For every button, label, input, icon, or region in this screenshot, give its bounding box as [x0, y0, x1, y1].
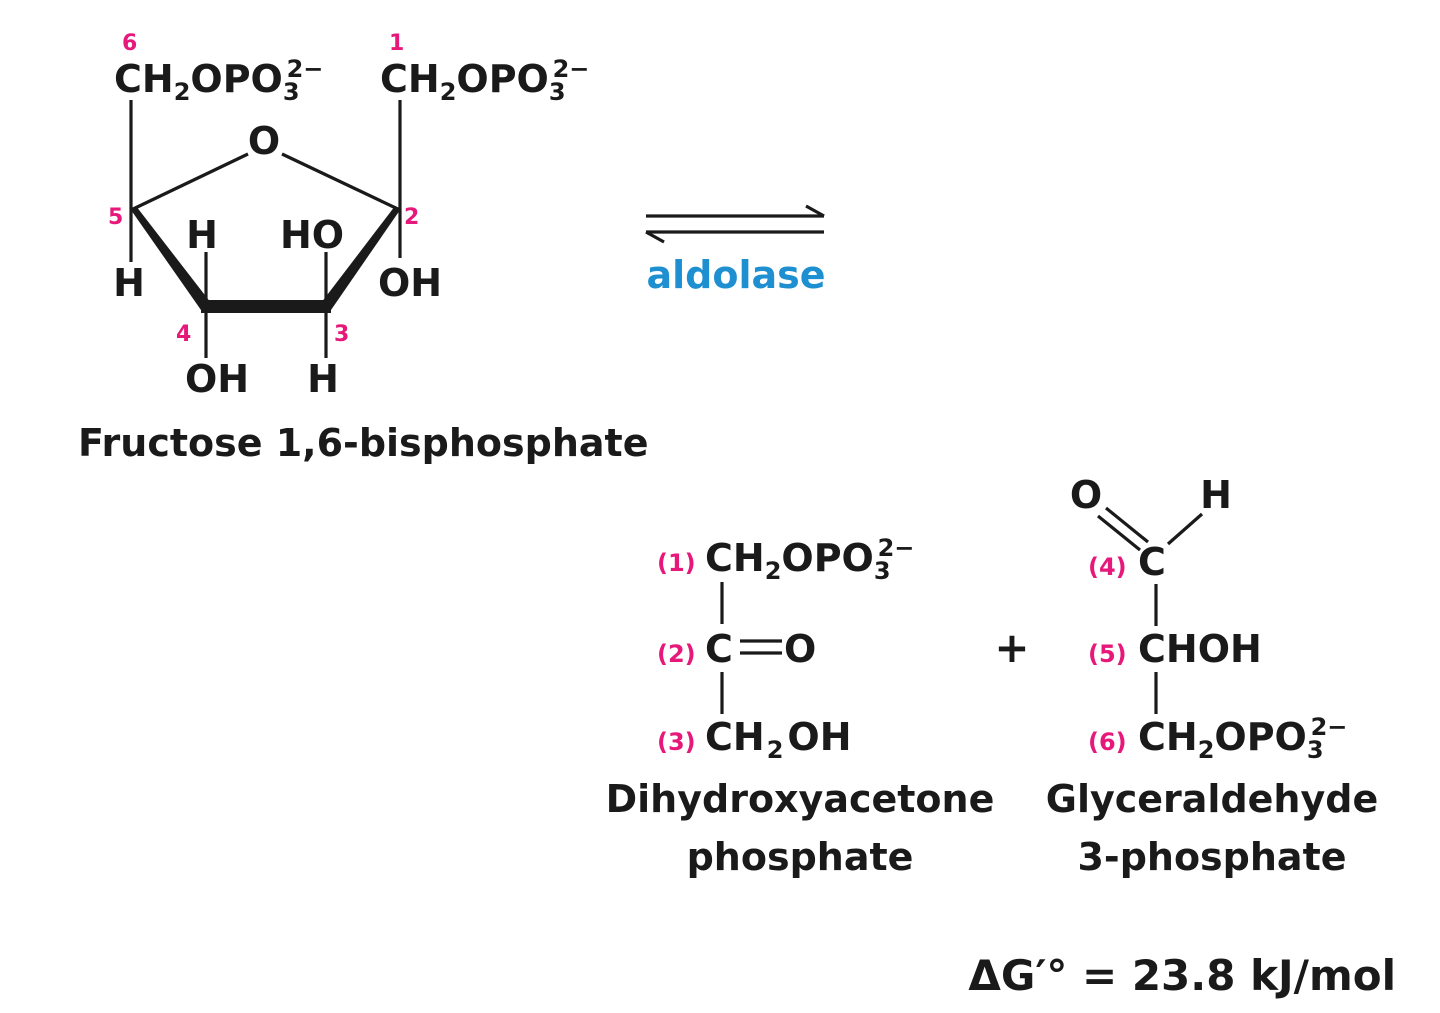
c2-oh: OH [378, 261, 442, 305]
c4-h: H [186, 213, 218, 257]
c3-h: H [307, 357, 339, 401]
gap-aldehyde-hydrogen: H [1200, 473, 1232, 517]
carbon-number-1: 1 [389, 31, 404, 56]
gap-aldehyde-oxygen: O [1070, 473, 1102, 517]
enzyme-label: aldolase [646, 253, 825, 297]
gap-number-4: (4) [1088, 553, 1127, 581]
gap-number-6: (6) [1088, 728, 1127, 756]
bold-bond-c4-c3 [201, 300, 331, 313]
bond-c5-o [130, 152, 249, 212]
carbon-number-2: 2 [404, 205, 419, 230]
wedge-c2-c3 [321, 206, 400, 310]
gap-double-bond-1 [1096, 514, 1142, 552]
gap-bond-c-h [1166, 512, 1204, 546]
gap-structure: O H (4) C (5) CHOH (6) CH2OPO32− Glycera… [1046, 473, 1378, 879]
gap-name-line1: Glyceraldehyde [1046, 777, 1378, 821]
wedge-c5-c4 [131, 206, 211, 310]
c5-h: H [113, 261, 145, 305]
gap-double-bond-2 [1104, 506, 1150, 544]
dhap-c1-group: CH2OPO32− [705, 534, 914, 585]
dhap-c2-carbon: C [705, 627, 733, 671]
dhap-number-2: (2) [657, 640, 696, 668]
gap-number-5: (5) [1088, 640, 1127, 668]
gap-c4-carbon: C [1138, 540, 1166, 584]
plus-sign: + [994, 623, 1029, 672]
forward-arrow-head [805, 204, 825, 218]
equilibrium-arrow: aldolase [645, 204, 826, 297]
ring-oxygen: O [248, 119, 280, 163]
c6-phosphate-group: CH2OPO32− [114, 55, 323, 106]
dhap-number-1: (1) [657, 549, 696, 577]
dhap-name-line1: Dihydroxyacetone [606, 777, 995, 821]
c4-oh: OH [185, 357, 249, 401]
carbon-number-6: 6 [122, 31, 137, 56]
c1-phosphate-group: CH2OPO32− [380, 55, 589, 106]
gap-name-line2: 3-phosphate [1077, 835, 1346, 879]
carbon-number-5: 5 [108, 205, 123, 230]
dhap-c2-oxygen: O [784, 627, 816, 671]
dhap-name-line2: phosphate [687, 835, 914, 879]
free-energy-label: ΔG′° = 23.8 kJ/mol [968, 951, 1396, 1000]
reactant-name: Fructose 1,6-bisphosphate [78, 421, 648, 465]
carbon-number-4: 4 [176, 322, 191, 347]
carbon-number-3: 3 [334, 322, 349, 347]
gap-c6-group: CH2OPO32− [1138, 713, 1347, 764]
dhap-number-3: (3) [657, 728, 696, 756]
fructose-structure: 6 1 5 2 4 3 CH2OPO32− CH2OPO32− O H H HO… [78, 31, 648, 465]
c3-ho: HO [280, 213, 344, 257]
bond-o-c2 [281, 152, 401, 212]
reverse-arrow-head [645, 230, 665, 244]
gap-c5-group: CHOH [1138, 627, 1262, 671]
